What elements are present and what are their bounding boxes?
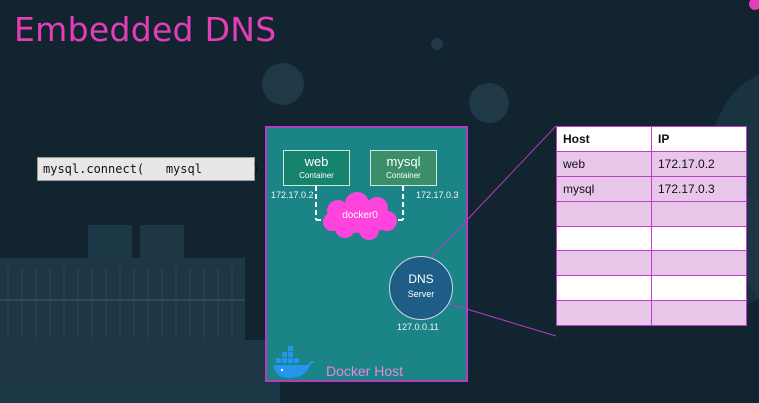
docker-host-label: Docker Host bbox=[326, 363, 404, 379]
dns-server-subtitle: Server bbox=[407, 289, 435, 299]
dns-server: DNS Server bbox=[389, 256, 453, 320]
table-header-row: Host IP bbox=[556, 126, 747, 152]
mysql-container-subtitle: Container bbox=[386, 171, 421, 180]
slide-title: Embedded DNS bbox=[14, 10, 277, 49]
dns-server-title: DNS bbox=[408, 272, 434, 286]
table-row: web 172.17.0.2 bbox=[556, 150, 747, 177]
empty-table-row bbox=[556, 200, 747, 227]
docker0-label: docker0 bbox=[342, 210, 378, 221]
row-ip-cell: 172.17.0.2 bbox=[651, 150, 747, 177]
dns-records-table: Host IP web 172.17.0.2 mysql 172.17.0.3 bbox=[556, 126, 747, 327]
header-ip: IP bbox=[651, 126, 747, 152]
web-ip-label: 172.17.0.2 bbox=[271, 190, 314, 200]
row-host-cell: mysql bbox=[556, 175, 652, 202]
empty-table-row bbox=[556, 225, 747, 252]
web-container: web Container bbox=[283, 150, 350, 186]
row-host-cell: web bbox=[556, 150, 652, 177]
mysql-container: mysql Container bbox=[370, 150, 437, 186]
table-row: mysql 172.17.0.3 bbox=[556, 175, 747, 202]
docker-whale-icon bbox=[273, 346, 315, 378]
empty-table-row bbox=[556, 250, 747, 277]
dns-ip-label: 127.0.0.11 bbox=[397, 322, 439, 332]
empty-table-row bbox=[556, 275, 747, 302]
code-snippet: mysql.connect( mysql ) bbox=[37, 157, 260, 181]
mysql-ip-label: 172.17.0.3 bbox=[416, 190, 459, 200]
header-host: Host bbox=[556, 126, 652, 152]
empty-table-row bbox=[556, 300, 747, 327]
row-ip-cell: 172.17.0.3 bbox=[651, 175, 747, 202]
web-container-name: web bbox=[304, 154, 329, 169]
web-container-subtitle: Container bbox=[299, 171, 334, 180]
mysql-container-name: mysql bbox=[386, 154, 421, 169]
